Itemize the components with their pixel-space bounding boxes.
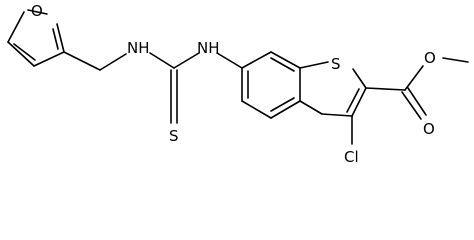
- carbonyl-o-double-bond: [407, 87, 427, 116]
- chlorine-label: Cl: [344, 148, 359, 166]
- carbonyl-o-double-bond: [401, 91, 422, 120]
- furan-bond: [7, 11, 25, 43]
- ch2-nh-bond: [99, 53, 127, 71]
- thiophene-bond: [299, 61, 329, 69]
- benzene-bond: [241, 100, 272, 119]
- thiophene-double-bond: [346, 88, 360, 113]
- furan-double-bond: [13, 43, 36, 61]
- furan-bond: [7, 41, 35, 67]
- thiophene-bond: [352, 68, 367, 89]
- thiophene-ring: [299, 61, 367, 117]
- furan-bond: [33, 51, 65, 67]
- o-methyl-bond: [442, 57, 469, 63]
- benzene-bond: [270, 100, 301, 119]
- ch2-bond: [63, 51, 101, 71]
- furan-double-bond: [52, 28, 59, 50]
- thiophene-bond: [351, 87, 367, 117]
- thiocarbonyl-sulfur-label: S: [169, 127, 179, 145]
- furan-bond: [27, 9, 48, 15]
- molecule-canvas: O NH NH S S O O Cl: [7, 2, 469, 166]
- benzene-ring: [241, 51, 301, 119]
- furan-ring: [7, 9, 65, 67]
- thiourea-linker: [63, 51, 243, 124]
- methyl-ester: [365, 57, 469, 120]
- carbonyl-oxygen-label: O: [423, 120, 435, 138]
- amine-nh-label: NH: [197, 39, 220, 57]
- ester-oxygen-label: O: [424, 49, 436, 67]
- furan-oxygen-label: O: [31, 2, 43, 20]
- c-nh-bond: [173, 52, 200, 69]
- nh-ring-bond: [216, 52, 243, 69]
- thiophene-bond: [321, 113, 353, 117]
- benzene-double-bond: [270, 57, 295, 72]
- nh-c-bond: [149, 52, 175, 69]
- benzene-bond: [241, 51, 272, 69]
- thiophene-bond: [299, 100, 323, 115]
- furan-bond: [56, 23, 65, 53]
- benzene-double-bond: [270, 97, 295, 112]
- thiophene-sulfur-label: S: [331, 55, 341, 73]
- carbonyl-o-single-bond: [404, 65, 424, 91]
- ring-carbonyl-bond: [365, 87, 406, 91]
- amine-nh-label: NH: [127, 39, 150, 57]
- benzene-bond: [270, 51, 301, 69]
- molecule-structure: O NH NH S S O O Cl: [7, 2, 469, 166]
